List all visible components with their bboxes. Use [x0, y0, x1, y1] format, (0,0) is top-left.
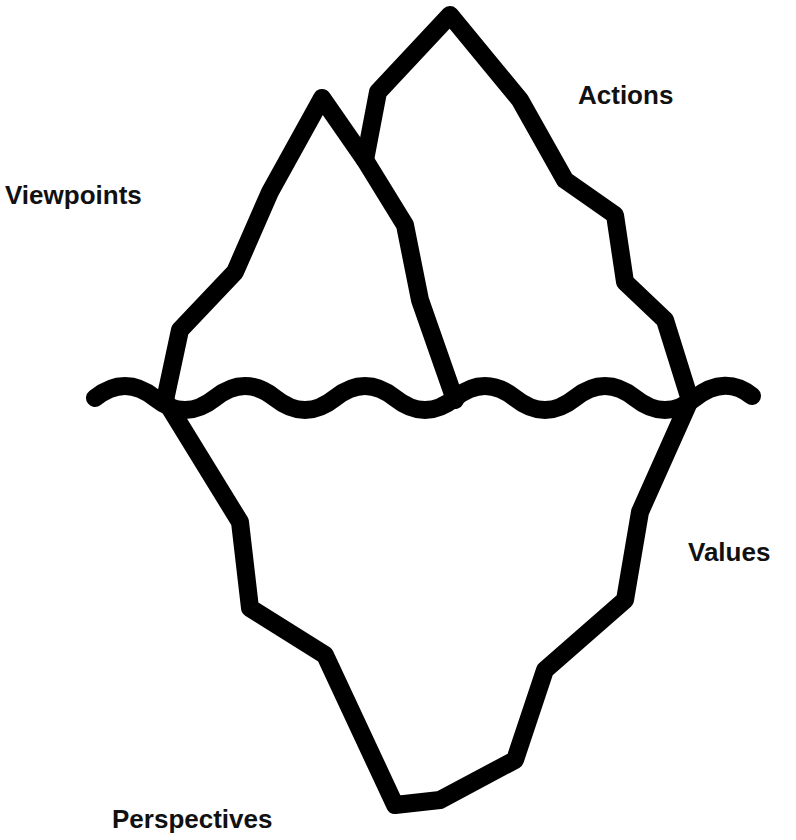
iceberg-left-peak — [165, 98, 455, 400]
iceberg-label: Actions — [578, 80, 673, 110]
iceberg-right-peak — [365, 15, 690, 400]
waterline — [95, 386, 752, 410]
iceberg-underwater — [165, 400, 690, 805]
iceberg-label: Perspectives — [112, 804, 272, 834]
iceberg-label: Values — [688, 537, 770, 567]
iceberg-label: Viewpoints — [5, 180, 142, 210]
